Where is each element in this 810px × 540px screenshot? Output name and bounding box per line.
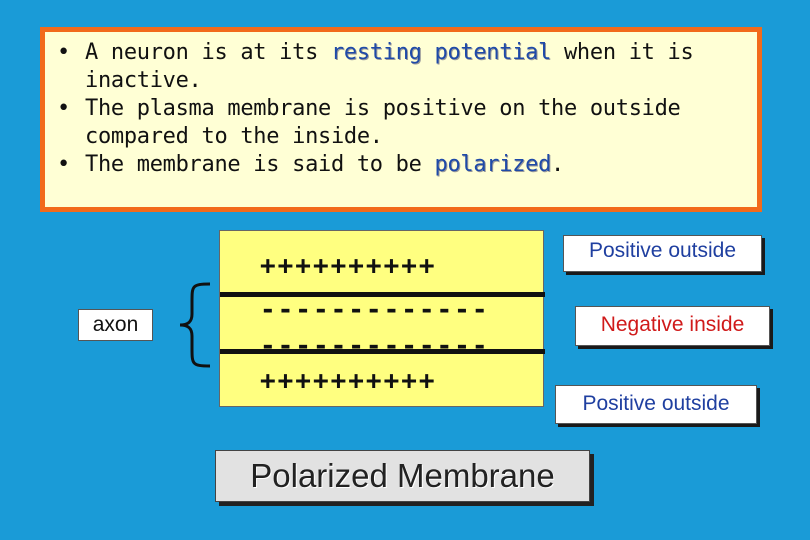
label-negative-inside: Negative inside [575, 306, 770, 346]
bullet-dot: • [57, 152, 70, 177]
bullet-dot: • [57, 40, 70, 65]
inner-negative-charges-upper: ------------- [260, 295, 490, 325]
bullet-text: The membrane is said to be [85, 152, 435, 177]
term-polarized: polarized [434, 152, 552, 177]
inner-negative-charges-lower: ------------- [260, 331, 490, 361]
left-curly-brace-icon [179, 282, 211, 368]
bullet-item-resting-potential: • A neuron is at its resting potential w… [57, 39, 747, 95]
term-resting-potential: resting potential [330, 40, 552, 65]
membrane-outer-line [220, 292, 545, 297]
bullet-text: when it is inactive. [85, 40, 694, 93]
axon-label: axon [78, 309, 153, 341]
label-positive-outside-bottom: Positive outside [555, 385, 757, 424]
bullet-text-box: • A neuron is at its resting potential w… [40, 27, 762, 212]
bullet-text: . [551, 152, 564, 177]
outer-positive-charges-bottom: ++++++++++ [260, 366, 437, 396]
bullet-text: A neuron is at its [85, 40, 331, 65]
bullet-item-membrane-positive: • The plasma membrane is positive on the… [57, 95, 747, 151]
bullet-list: • A neuron is at its resting potential w… [45, 32, 757, 179]
membrane-inner-line [220, 349, 545, 354]
label-positive-outside-top: Positive outside [563, 235, 762, 272]
bullet-dot: • [57, 96, 70, 121]
membrane-diagram: ++++++++++ ------------- ------------- +… [219, 230, 545, 407]
outer-positive-charges: ++++++++++ [260, 251, 437, 281]
diagram-title: Polarized Membrane [215, 450, 590, 502]
bullet-text: The plasma membrane is positive on the o… [85, 96, 681, 149]
bullet-item-polarized: • The membrane is said to be polarized. [57, 151, 747, 179]
